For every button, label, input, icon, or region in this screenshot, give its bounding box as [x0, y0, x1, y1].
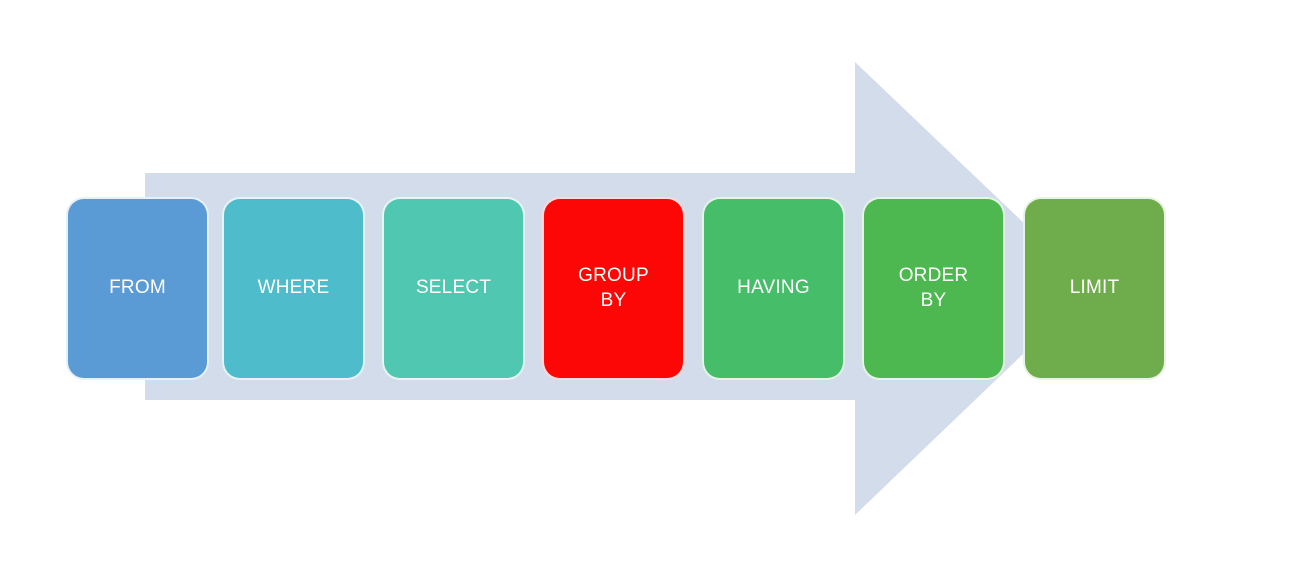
- step-box-group-by: GROUP BY: [542, 197, 685, 380]
- step-box-where: WHERE: [222, 197, 365, 380]
- step-box-limit: LIMIT: [1023, 197, 1166, 380]
- step-label-order-by: ORDER BY: [898, 264, 969, 311]
- step-box-having: HAVING: [702, 197, 845, 380]
- step-box-from: FROM: [66, 197, 209, 380]
- step-label-limit: LIMIT: [1069, 277, 1120, 299]
- step-label-from: FROM: [109, 277, 166, 299]
- step-label-select: SELECT: [415, 277, 492, 299]
- step-box-select: SELECT: [382, 197, 525, 380]
- step-label-where: WHERE: [257, 277, 330, 299]
- step-label-group-by: GROUP BY: [578, 264, 649, 311]
- step-label-having: HAVING: [737, 277, 810, 299]
- step-box-order-by: ORDER BY: [862, 197, 1005, 380]
